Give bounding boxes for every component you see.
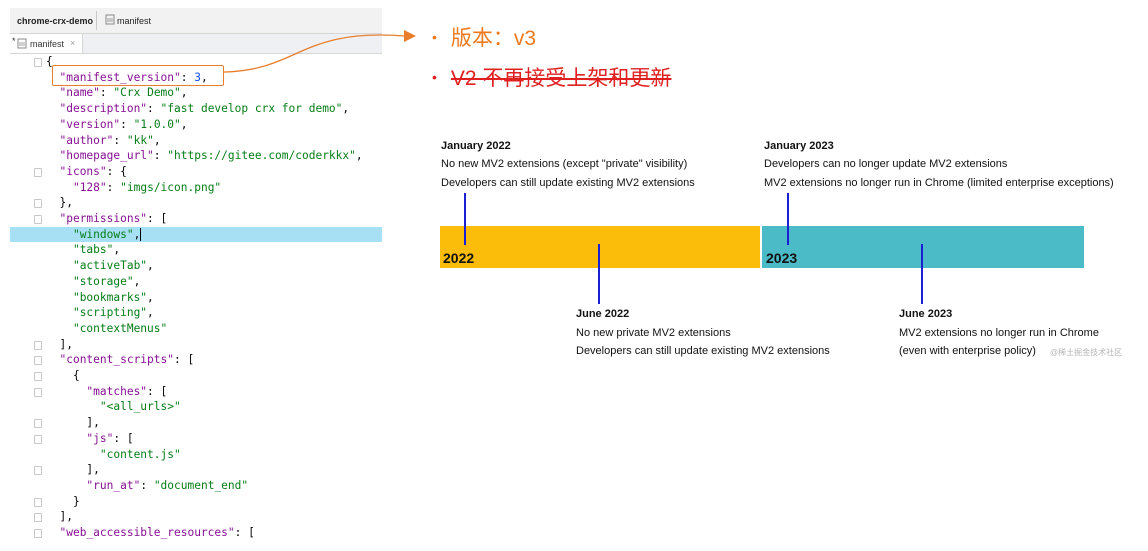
jan2022-heading: January 2022	[441, 140, 511, 152]
note-version: • 版本：v3	[432, 22, 536, 52]
marker-jun2023	[921, 244, 923, 304]
code-line[interactable]: {	[46, 55, 53, 68]
fold-icon[interactable]	[34, 513, 42, 523]
fold-icon[interactable]	[34, 372, 42, 381]
fold-icon[interactable]	[34, 434, 42, 444]
code-editor-panel: chrome-crx-demo manifest * manifest × { …	[10, 8, 382, 551]
code-line[interactable]: }	[72, 494, 80, 508]
marker-jun2022	[598, 244, 600, 304]
note-v2-text: V2 不再接受上架和更新	[450, 67, 672, 90]
jun2023-heading: June 2023	[899, 308, 953, 320]
fold-icon[interactable]	[34, 215, 42, 224]
tab-label: manifest	[30, 39, 65, 49]
marker-jan2023	[787, 193, 789, 245]
code-line[interactable]: "content_scripts": [	[59, 353, 195, 367]
jan2022-line2: Developers can still update existing MV2…	[441, 177, 695, 189]
code-line[interactable]: "permissions": [	[59, 212, 168, 225]
fold-icon[interactable]	[34, 340, 42, 350]
code-line[interactable]: ],	[86, 463, 100, 477]
fold-icon[interactable]	[34, 199, 42, 209]
json-file-icon	[17, 38, 27, 51]
timeline-bar-2022: 2022	[440, 226, 760, 268]
fold-icon[interactable]	[34, 529, 42, 538]
code-line[interactable]: "web_accessible_resources": [	[59, 526, 255, 539]
fold-icon[interactable]	[34, 356, 42, 366]
jan2023-heading: January 2023	[764, 140, 834, 152]
code-line[interactable]: "tabs",	[72, 243, 121, 257]
year-2022-label: 2022	[443, 250, 475, 266]
fold-icon[interactable]	[34, 419, 42, 429]
bullet-marker: •	[432, 69, 437, 85]
code-line[interactable]: "js": [	[86, 431, 134, 445]
jun2022-line2: Developers can still update existing MV2…	[576, 345, 830, 357]
close-icon[interactable]: ×	[70, 38, 76, 48]
fold-icon[interactable]	[34, 167, 42, 177]
note-version-text: 版本：v3	[450, 27, 537, 50]
code-line[interactable]: "icons": {	[59, 164, 127, 178]
json-file-icon	[105, 14, 115, 27]
manifest-version-callout-box	[52, 65, 224, 86]
fold-icon[interactable]	[34, 497, 42, 507]
code-area[interactable]: { "manifest_version": 3, "name": "Crx De…	[10, 54, 382, 551]
code-line[interactable]: "128": "imgs/icon.png"	[72, 180, 222, 194]
tab-manifest[interactable]: * manifest ×	[10, 34, 83, 53]
code-line[interactable]: "name": "Crx Demo",	[59, 86, 188, 100]
code-line[interactable]: "contextMenus"	[72, 321, 168, 335]
breadcrumb-project[interactable]: chrome-crx-demo	[17, 16, 94, 26]
code-line[interactable]: "scripting",	[72, 306, 154, 320]
breadcrumb-separator	[96, 11, 97, 30]
jun2022-heading: June 2022	[576, 308, 630, 320]
code-line[interactable]: "windows",	[10, 226, 382, 243]
code-line[interactable]: "run_at": "document_end"	[86, 478, 249, 492]
jan2023-line1: Developers can no longer update MV2 exte…	[764, 158, 1008, 170]
code-line[interactable]: ],	[59, 337, 73, 351]
code-line[interactable]: },	[59, 196, 73, 210]
editor-gutter	[10, 54, 50, 551]
note-v2-deprecated: • V2 不再接受上架和更新	[432, 62, 671, 92]
breadcrumb-file[interactable]: manifest	[117, 16, 152, 26]
jan2022-line1: No new MV2 extensions (except "private" …	[441, 158, 688, 170]
code-line[interactable]: "homepage_url": "https://gitee.com/coder…	[59, 149, 363, 163]
breadcrumb: chrome-crx-demo manifest	[10, 8, 382, 34]
fold-icon[interactable]	[34, 466, 42, 476]
editor-tab-bar: * manifest ×	[10, 34, 382, 54]
code-line[interactable]: "storage",	[72, 274, 141, 288]
jun2023-line2: (even with enterprise policy)	[899, 345, 1036, 357]
code-line[interactable]: "version": "1.0.0",	[59, 117, 188, 131]
timeline-bar-2023: 2023	[762, 226, 1084, 268]
code-line[interactable]: "activeTab",	[72, 259, 154, 273]
code-line[interactable]: "author": "kk",	[59, 133, 161, 147]
bullet-marker: •	[432, 29, 437, 45]
code-line[interactable]: "content.js"	[99, 447, 181, 461]
code-line[interactable]: "description": "fast develop crx for dem…	[59, 102, 350, 116]
jun2023-line1: MV2 extensions no longer run in Chrome	[899, 327, 1099, 339]
fold-icon[interactable]	[34, 387, 42, 397]
code-line[interactable]: {	[72, 369, 80, 382]
marker-jan2022	[464, 193, 466, 245]
year-2023-label: 2023	[766, 250, 798, 266]
code-line[interactable]: ],	[86, 416, 100, 430]
code-line[interactable]: ],	[59, 510, 73, 524]
modified-marker: *	[12, 36, 16, 46]
text-caret	[140, 228, 142, 242]
jun2022-line1: No new private MV2 extensions	[576, 327, 731, 339]
code-line[interactable]: "bookmarks",	[72, 290, 154, 304]
code-line[interactable]: "manifest_version": 3,	[59, 70, 208, 84]
fold-icon[interactable]	[34, 58, 42, 67]
jan2023-line2: MV2 extensions no longer run in Chrome (…	[764, 177, 1114, 189]
code-line[interactable]: "matches": [	[86, 384, 168, 398]
watermark: @稀土掘金技术社区	[1050, 348, 1123, 357]
code-line[interactable]: "<all_urls>"	[99, 400, 181, 414]
